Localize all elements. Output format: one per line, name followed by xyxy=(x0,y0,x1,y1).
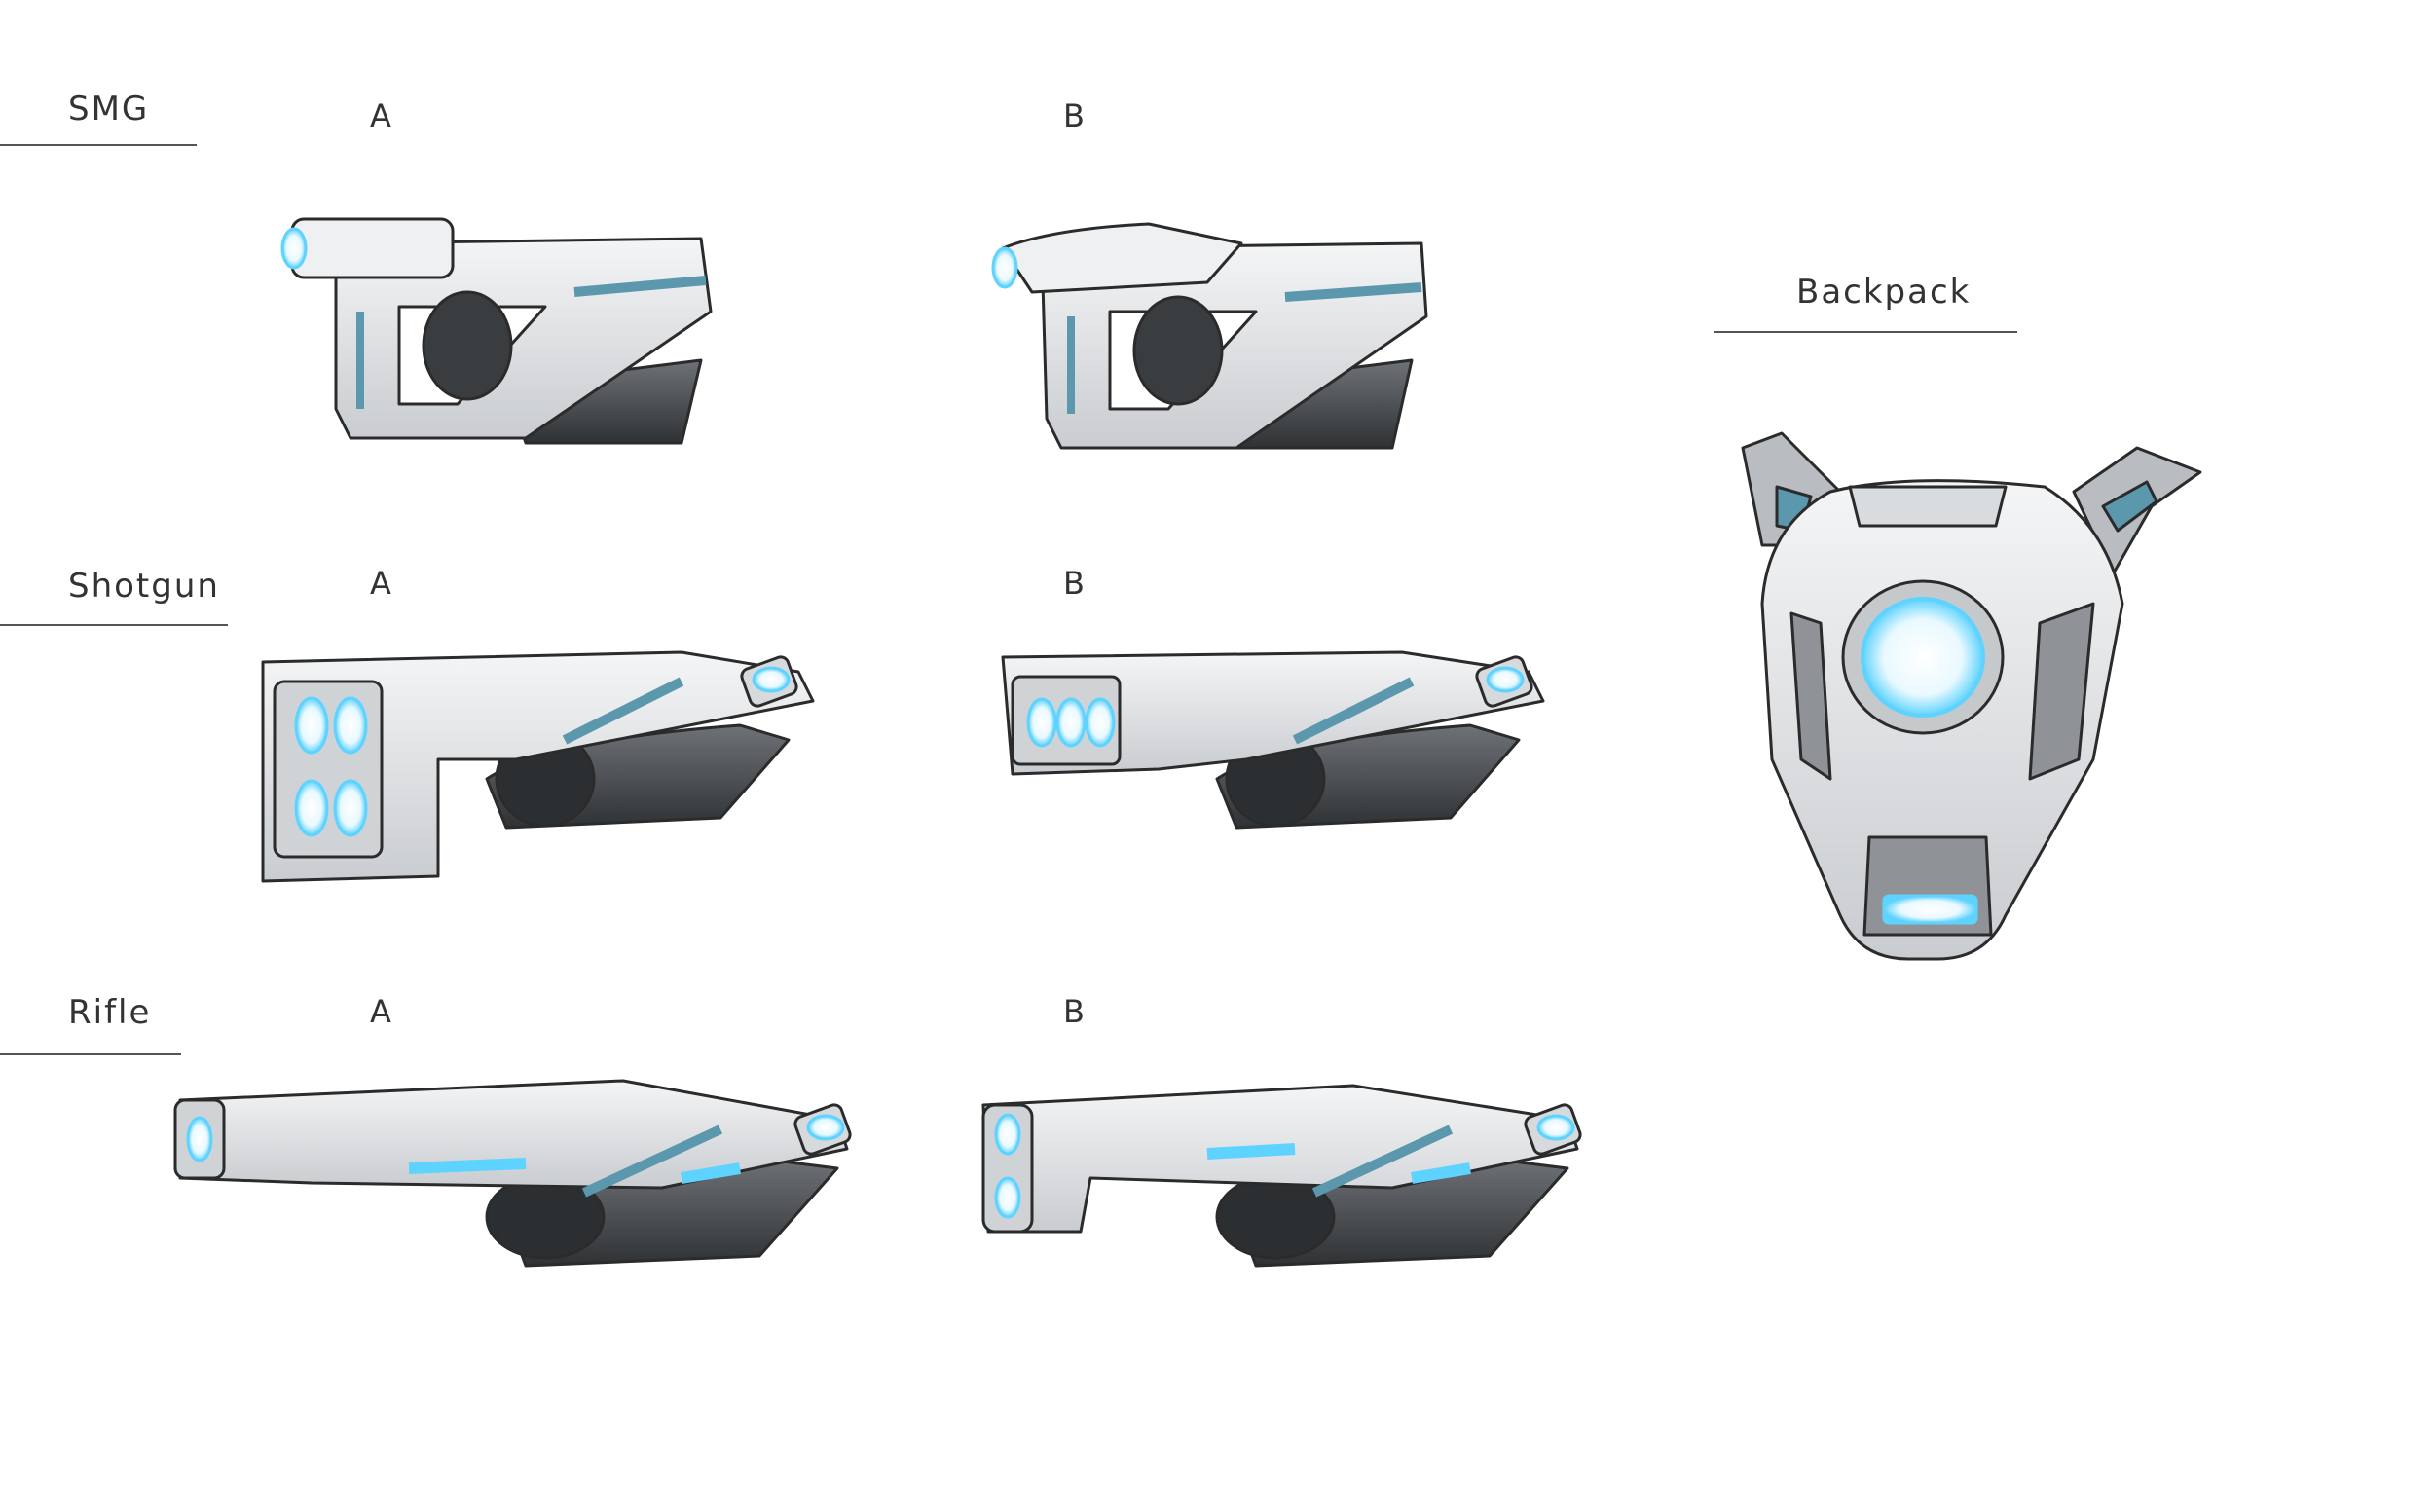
section-label-smg: SMG xyxy=(68,90,150,129)
section-label-shotgun: Shotgun xyxy=(68,567,220,606)
section-underline-rifle xyxy=(0,1053,181,1055)
variant-label-rifle-a: A xyxy=(370,993,391,1030)
smg-a-illustration xyxy=(280,217,713,445)
section-label-backpack: Backpack xyxy=(1796,273,1972,312)
section-label-rifle: Rifle xyxy=(68,993,152,1032)
shotgun-b-illustration xyxy=(1001,650,1545,830)
variant-label-shotgun-a: A xyxy=(370,565,391,602)
section-underline-backpack xyxy=(1714,331,2017,333)
smg-b-illustration xyxy=(991,222,1428,450)
section-underline-shotgun xyxy=(0,624,228,626)
variant-label-rifle-b: B xyxy=(1063,993,1085,1030)
variant-label-smg-a: A xyxy=(370,97,391,134)
rifle-a-illustration xyxy=(173,1079,852,1268)
backpack-illustration xyxy=(1741,431,2202,961)
section-underline-smg xyxy=(0,144,197,146)
rifle-b-illustration xyxy=(981,1084,1582,1268)
shotgun-a-illustration xyxy=(261,650,815,883)
variant-label-shotgun-b: B xyxy=(1063,565,1085,602)
variant-label-smg-b: B xyxy=(1063,97,1085,134)
